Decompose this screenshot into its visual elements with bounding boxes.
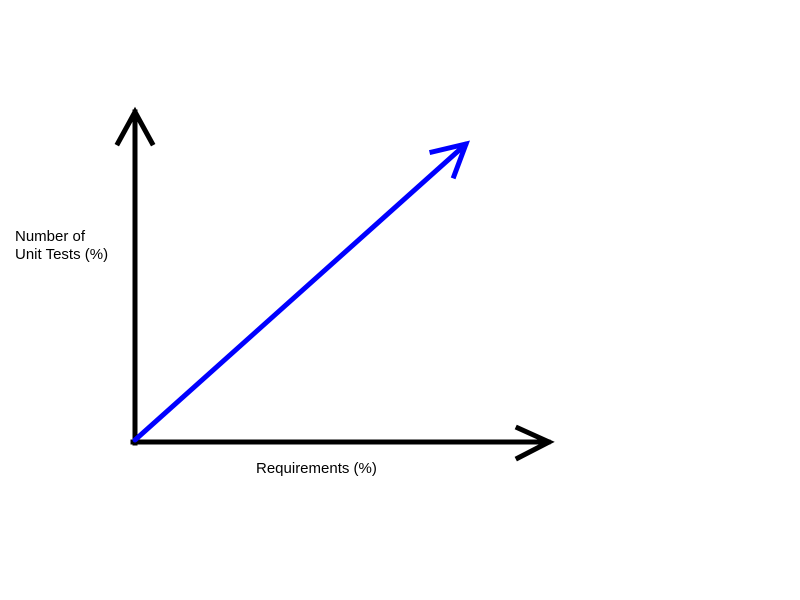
y-axis-label-line2: Unit Tests (%) — [15, 246, 109, 263]
y-axis-arrowhead — [114, 106, 156, 147]
x-axis-label: Requirements (%) — [256, 460, 377, 477]
x-axis — [130, 424, 555, 462]
trend-arrowhead — [428, 140, 470, 180]
trend-line — [132, 141, 469, 443]
trend-arrow — [132, 140, 470, 443]
y-axis-label-line1: Number of — [15, 228, 86, 245]
x-axis-arrowhead — [514, 424, 555, 462]
y-axis-label: Number of Unit Tests (%) — [15, 228, 108, 264]
y-axis — [114, 106, 156, 446]
